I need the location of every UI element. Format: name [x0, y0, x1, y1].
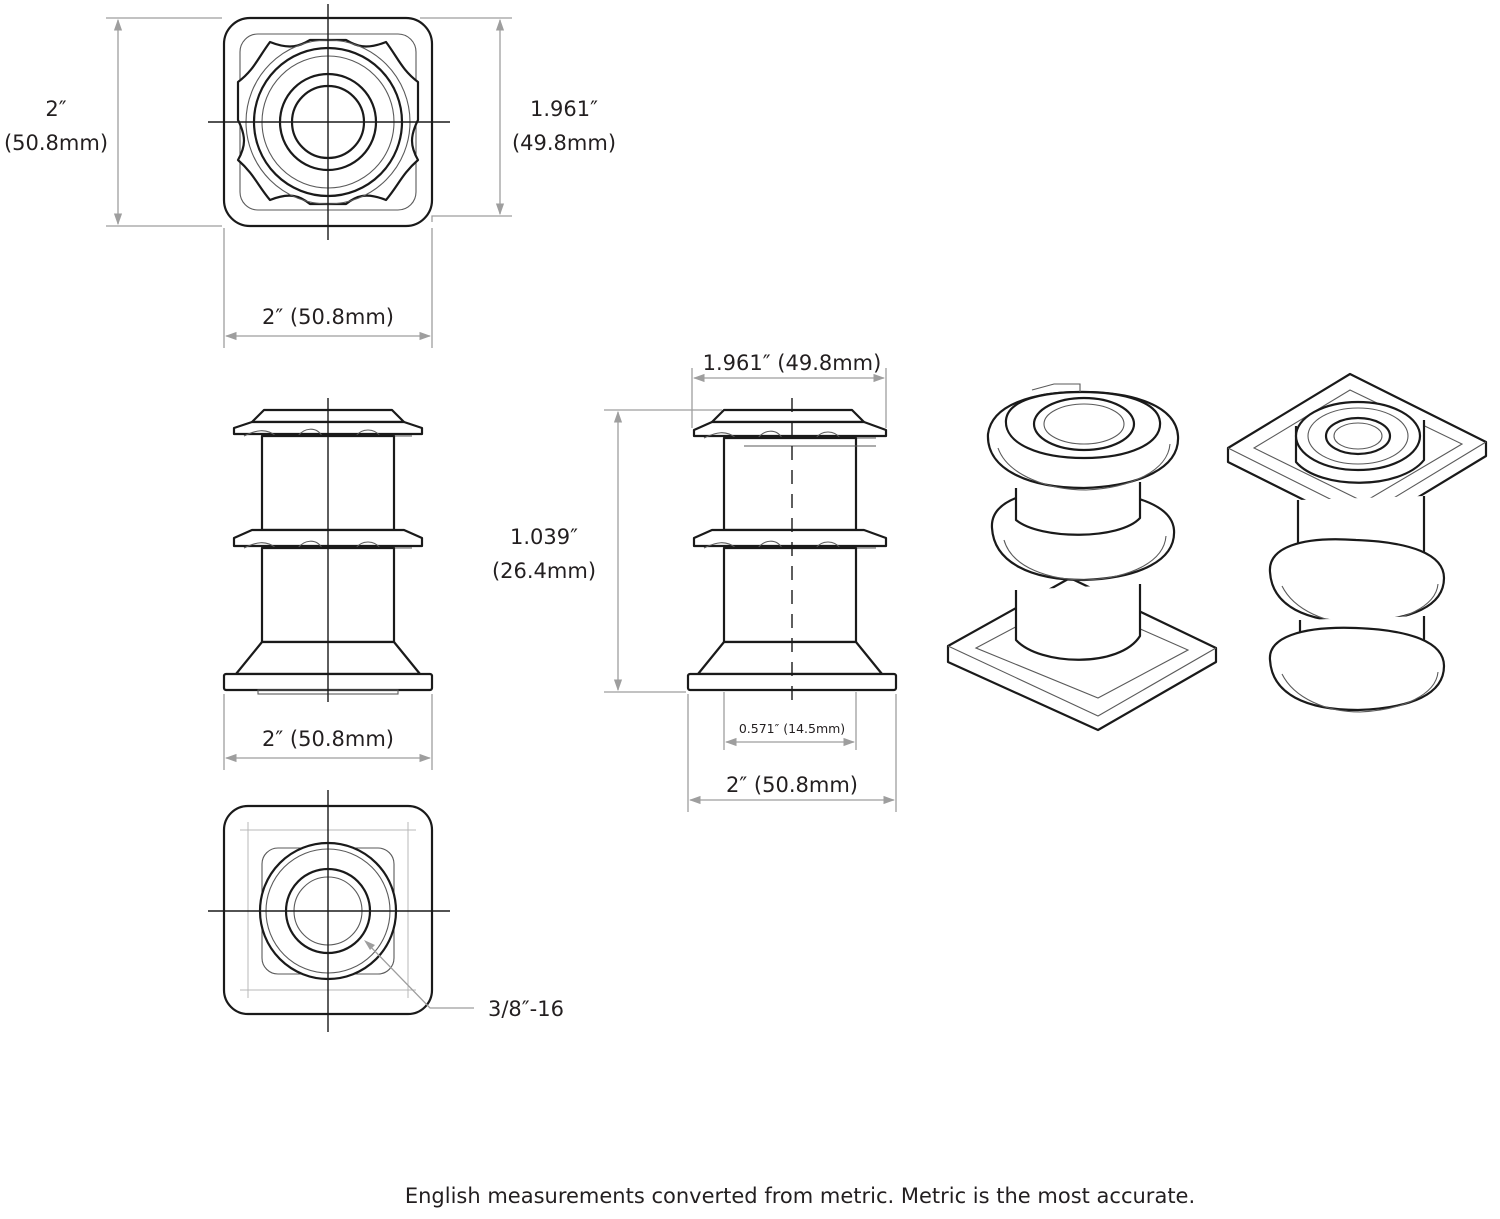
dim-top-view-height-mm: (50.8mm) [4, 131, 108, 155]
dim-side-view-width: 2″ (50.8mm) [223, 694, 433, 770]
dim-section-height-mm: (26.4mm) [492, 559, 596, 583]
dim-top-view-height: 2″ (50.8mm) [4, 17, 222, 227]
dim-top-view-inner-in: 1.961″ [530, 97, 598, 121]
dim-top-view-width: 2″ (50.8mm) [223, 228, 433, 348]
section-view [686, 398, 898, 700]
iso-view-base-up [1226, 372, 1488, 713]
dim-section-bore: 0.571″ (14.5mm) [723, 692, 857, 750]
dim-top-view-inner: 1.961″ (49.8mm) [420, 17, 616, 222]
thread-callout-label: 3/8″-16 [488, 997, 564, 1021]
bottom-view [208, 790, 450, 1032]
dim-section-height-in: 1.039″ [510, 525, 578, 549]
dim-section-height: 1.039″ (26.4mm) [492, 409, 722, 693]
dim-top-view-inner-mm: (49.8mm) [512, 131, 616, 155]
top-view [208, 4, 450, 240]
dim-side-view-width-label: 2″ (50.8mm) [262, 727, 394, 751]
thread-callout: 3/8″-16 [364, 940, 564, 1021]
dim-section-top-width: 1.961″ (49.8mm) [691, 351, 887, 428]
footnote: English measurements converted from metr… [404, 1184, 1196, 1208]
dim-section-top-width-label: 1.961″ (49.8mm) [703, 351, 882, 375]
dim-top-view-height-in: 2″ [45, 97, 66, 121]
dim-section-bore-label: 0.571″ (14.5mm) [739, 721, 845, 736]
dim-section-base-width: 2″ (50.8mm) [687, 694, 897, 812]
dim-top-view-width-label: 2″ (50.8mm) [262, 305, 394, 329]
iso-view-base-down [946, 383, 1218, 732]
dim-section-base-width-label: 2″ (50.8mm) [726, 773, 858, 797]
side-view [222, 398, 434, 702]
